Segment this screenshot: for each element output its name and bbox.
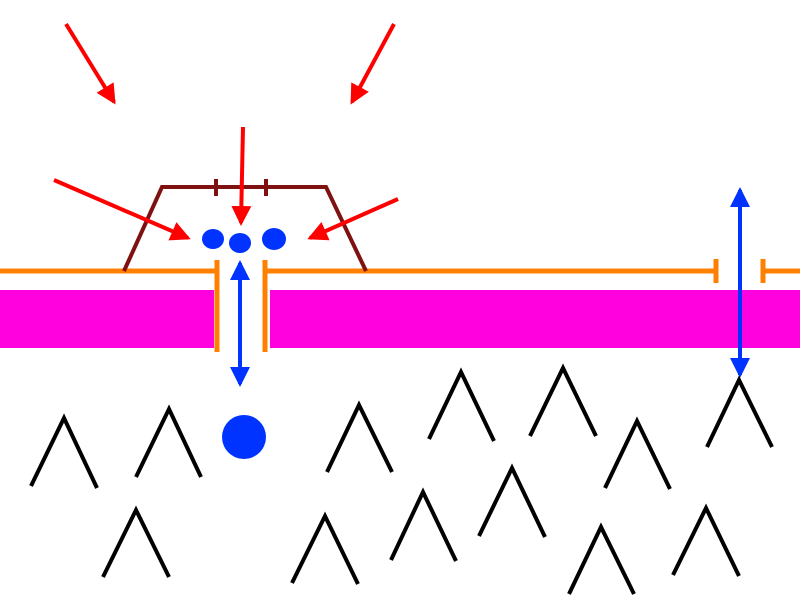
grass-mark	[671, 503, 741, 577]
incoming-arrow-center	[231, 126, 252, 226]
grass-mark	[603, 416, 672, 490]
incoming-arrow-right	[307, 197, 399, 241]
grass-mark	[134, 404, 203, 478]
grass-mark	[389, 487, 458, 562]
grass-mark	[528, 363, 598, 437]
particle-small-right	[262, 228, 286, 250]
particles	[202, 228, 286, 459]
incoming-arrows	[53, 22, 399, 241]
particle-small-middle	[229, 233, 251, 253]
grass-mark	[29, 413, 99, 489]
pink-layer-right	[270, 290, 800, 348]
pink-layer-left	[0, 290, 214, 348]
chamber-trapezoid	[122, 185, 368, 272]
grass-mark	[705, 375, 774, 448]
grass-mark	[101, 505, 171, 578]
grass-mark	[477, 463, 547, 538]
grass-marks	[29, 363, 774, 595]
grass-mark	[427, 367, 496, 442]
incoming-arrow-left	[53, 178, 191, 241]
particle-large	[222, 415, 266, 459]
particle-small-left	[202, 229, 224, 249]
grass-mark	[567, 522, 636, 595]
grass-mark	[290, 511, 360, 585]
transport-arrows	[230, 187, 750, 387]
chamber-outline	[122, 179, 368, 272]
grass-mark	[325, 400, 394, 473]
orange-membrane	[0, 259, 800, 352]
pink-layer	[0, 290, 800, 348]
incoming-arrow-top-right	[350, 23, 396, 105]
incoming-arrow-top-left	[64, 22, 116, 105]
